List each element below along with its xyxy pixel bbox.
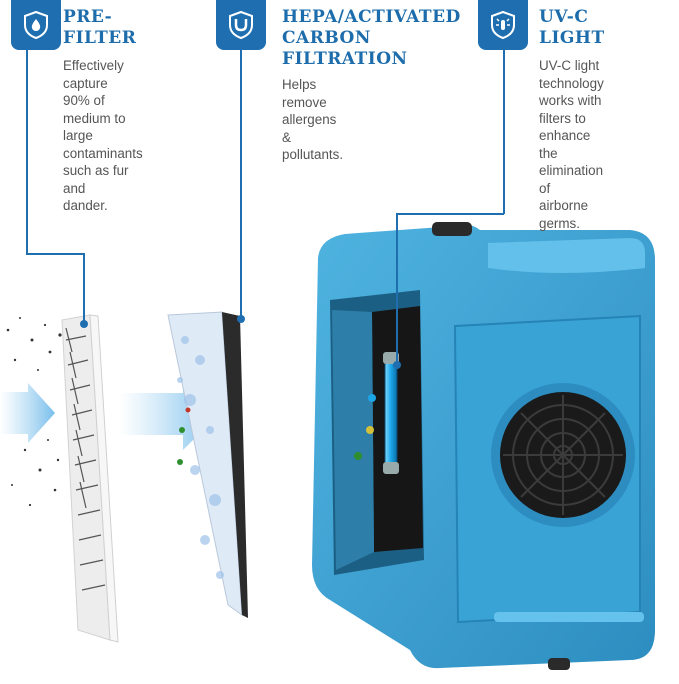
feature-description-line: enhance the [539, 128, 591, 161]
air-scrubber-unit [312, 222, 655, 670]
feature-title: PRE- FILTER [63, 7, 136, 49]
feature-description: Effectively capture 90% of medium to lar… [63, 57, 143, 215]
feature-description-line: Effectively capture [63, 58, 124, 91]
feature-description: UV-C light technology works with filters… [539, 57, 604, 232]
feature-title-line: FILTRATION [282, 49, 408, 69]
feature-title-line: LIGHT [539, 28, 605, 48]
feature-description-line: such as fur and [63, 163, 129, 196]
feature-description-line: UV-C light technology [539, 58, 604, 91]
magnet-shield-icon [216, 0, 266, 50]
connector-dot [80, 320, 88, 328]
feature-description: Helps remove allergens & pollutants. [282, 76, 343, 164]
connector-line [240, 50, 242, 318]
feature-title-line: UV-C [539, 7, 589, 27]
feature-title-line: FILTER [63, 28, 137, 48]
feature-description-line: pollutants. [282, 147, 344, 162]
feature-description-line: 90% of medium to [63, 93, 126, 126]
feature-description-line: large contaminants [63, 128, 143, 161]
connector-line [396, 213, 504, 215]
feature-description-line: Helps remove allergens & [282, 77, 337, 145]
pre-filter-panel [61, 314, 119, 643]
feature-title: UV-C LIGHT [539, 7, 605, 49]
connector-dot [237, 315, 245, 323]
dust-particles [6, 317, 62, 507]
feature-title-line: PRE- [63, 7, 113, 27]
connector-line [26, 50, 28, 254]
feature-description-line: airborne germs. [539, 198, 589, 231]
hepa-filter-panel [167, 311, 248, 618]
feature-title-line: HEPA/ACTIVATED [282, 7, 461, 27]
droplet-shield-icon [11, 0, 61, 50]
feature-title: HEPA/ACTIVATED CARBON FILTRATION [282, 7, 461, 70]
uv-light-shield-icon [478, 0, 528, 50]
feature-description-line: dander. [63, 198, 108, 213]
connector-line [26, 253, 84, 255]
feature-title-line: CARBON [282, 28, 371, 48]
feature-description-line: works with filters to [539, 93, 602, 126]
connector-line [503, 50, 505, 214]
connector-line [83, 253, 85, 321]
connector-dot [393, 361, 401, 369]
connector-line [396, 213, 398, 363]
feature-description-line: elimination of [539, 163, 604, 196]
